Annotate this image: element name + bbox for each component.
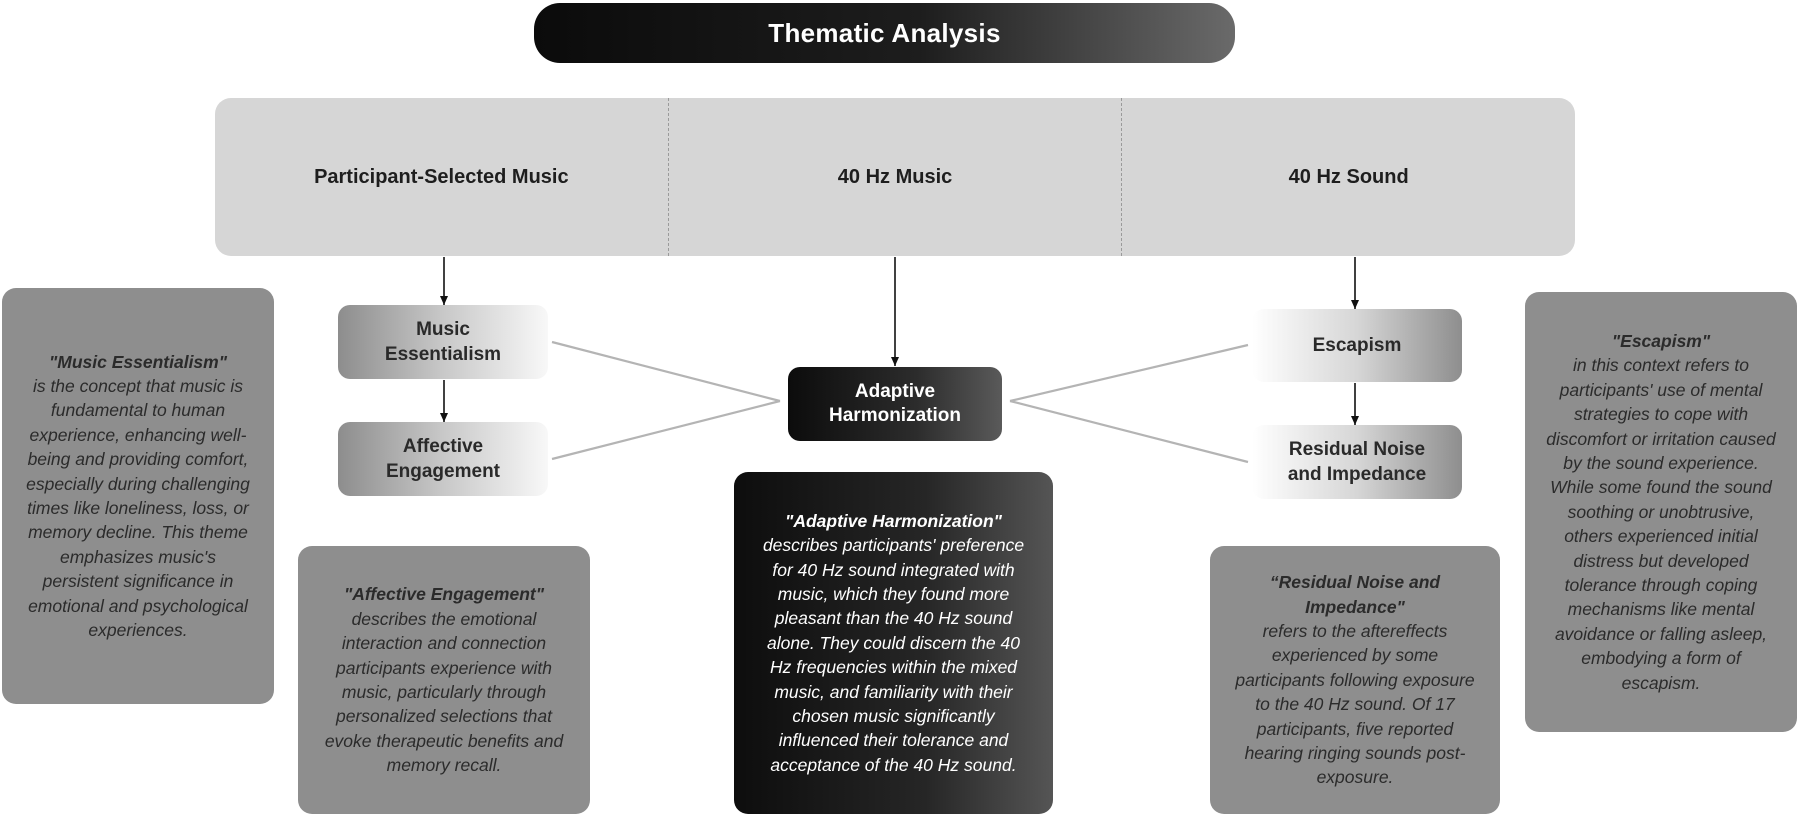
theme-music-essentialism: Music Essentialism: [338, 305, 548, 379]
description-escapism: "Escapism" in this context refers to par…: [1525, 292, 1797, 732]
description-text: in this context refers to participants' …: [1546, 355, 1776, 693]
theme-label: Residual Noise and Impedance: [1287, 439, 1427, 485]
diagram-title: Thematic Analysis: [534, 3, 1235, 63]
category-band: Participant-Selected Music 40 Hz Music 4…: [215, 98, 1575, 256]
description-text: refers to the aftereffects experienced b…: [1235, 620, 1475, 788]
theme-affective-engagement: Affective Engagement: [338, 422, 548, 496]
description-term: "Escapism": [1611, 330, 1711, 351]
description-text: describes the emotional interaction and …: [324, 608, 564, 776]
description-text: is the concept that music is fundamental…: [26, 375, 250, 641]
link-music-essentialism-adaptive: [551, 340, 781, 403]
category-participant-selected-music: Participant-Selected Music: [314, 165, 569, 188]
description-text: describes participants' preference for 4…: [762, 535, 1025, 775]
description-music-essentialism: "Music Essentialism" is the concept that…: [2, 288, 274, 704]
theme-label: Affective Engagement: [385, 436, 501, 482]
theme-residual-noise: Residual Noise and Impedance: [1252, 425, 1462, 499]
description-residual-noise: “Residual Noise and Impedance" refers to…: [1210, 546, 1500, 814]
theme-label: Music Essentialism: [384, 319, 502, 365]
category-40hz-sound: 40 Hz Sound: [1121, 98, 1575, 256]
description-term: "Adaptive Harmonization": [785, 510, 1002, 531]
link-affective-engagement-adaptive: [551, 399, 781, 461]
description-term: "Affective Engagement": [343, 584, 545, 605]
description-affective-engagement: "Affective Engagement" describes the emo…: [298, 546, 590, 814]
description-adaptive-harmonization: "Adaptive Harmonization" describes parti…: [734, 472, 1053, 814]
link-escapism-adaptive: [1009, 343, 1249, 403]
theme-label: Adaptive Harmonization: [829, 381, 961, 426]
description-term: "Music Essentialism": [48, 351, 228, 372]
theme-escapism: Escapism: [1252, 309, 1462, 382]
link-residual-noise-adaptive: [1009, 399, 1249, 464]
theme-label: Escapism: [1312, 335, 1402, 356]
theme-adaptive-harmonization: Adaptive Harmonization: [788, 367, 1002, 441]
description-term: “Residual Noise and Impedance": [1269, 572, 1441, 617]
category-40hz-music: 40 Hz Music: [667, 98, 1122, 256]
